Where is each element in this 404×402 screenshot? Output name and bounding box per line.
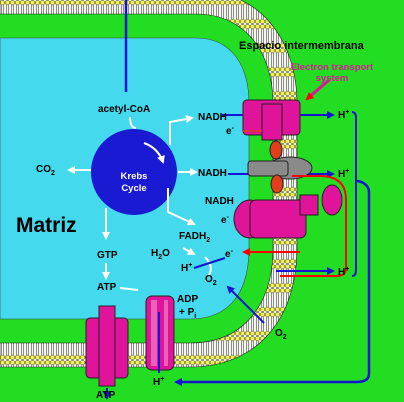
complex-I [242, 99, 301, 141]
co2-label: CO2 [36, 164, 55, 177]
o2-label-mid: O2 [205, 274, 217, 287]
h-plus-2: H+ [338, 168, 349, 180]
krebs-label-line2: Cycle [121, 183, 146, 194]
electron-carrier-2 [270, 174, 284, 194]
atp-synthase-left [85, 305, 129, 387]
pi-label: + Pi [179, 307, 196, 320]
h2o-label: H2O [151, 248, 170, 261]
matriz-label: Matriz [16, 214, 77, 237]
nadh-label-top: NADH [198, 112, 227, 123]
ets-label-line1: Electron transport [291, 62, 374, 73]
krebs-cycle-arrow [143, 142, 165, 164]
espacio-label: Espacio intermembrana [239, 40, 365, 52]
h-plus-inner: H+ [181, 262, 192, 274]
electron-carrier-1 [269, 140, 283, 160]
h-plus-1: H+ [338, 109, 349, 121]
krebs-label-line1: Krebs [121, 171, 148, 182]
adp-label: ADP [177, 294, 198, 305]
atp-label-mid: ATP [97, 282, 117, 293]
fadh2-label: FADH2 [179, 231, 210, 244]
ets-label-line2: system [316, 73, 349, 84]
gtp-label: GTP [97, 250, 118, 261]
electron-label-2: e- [221, 214, 230, 226]
atp-label-bottom: ATP [96, 390, 116, 401]
nadh-label-low: NADH [205, 196, 234, 207]
o2-label-low: O2 [275, 328, 287, 341]
inner-membrane-bilayer [0, 0, 298, 368]
electron-label-1: e- [226, 125, 235, 137]
h-plus-bottom: H+ [153, 376, 164, 388]
complex-III [247, 156, 313, 180]
acetyl-coa-label: acetyl-CoA [98, 104, 150, 115]
nadh-label-mid: NADH [198, 168, 227, 179]
electron-label-3: e- [225, 248, 234, 260]
complex-IV [233, 184, 343, 239]
h-plus-3: H+ [338, 266, 349, 278]
